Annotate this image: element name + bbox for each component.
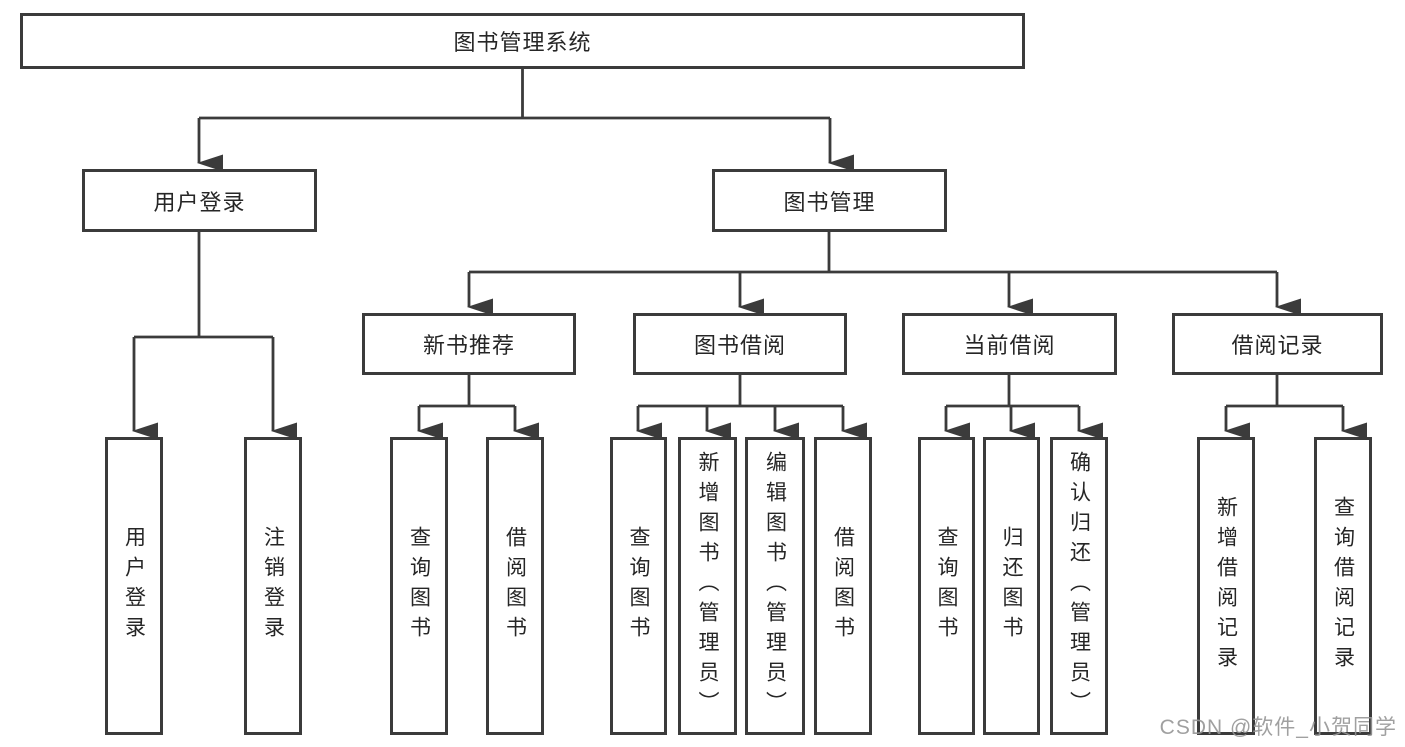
node-label: 当前借阅 [963,333,1056,358]
leaf-query-book-current: 查询图书 [918,437,975,735]
leaf-label: 新增图书（管理员） [696,451,719,721]
node-borrow-records: 借阅记录 [1172,313,1383,375]
leaf-label: 用户登录 [122,526,146,646]
leaf-borrow-book-recommend: 借阅图书 [486,437,544,735]
leaf-borrow-book: 借阅图书 [814,437,872,735]
leaf-label: 新增借阅记录 [1214,496,1238,676]
node-book-management: 图书管理 [712,169,947,232]
node-label: 图书管理系统 [453,30,592,55]
leaf-label: 借阅图书 [831,526,855,646]
leaf-label: 查询图书 [935,526,958,646]
node-new-book-recommend: 新书推荐 [362,313,576,375]
leaf-label: 查询图书 [627,526,650,646]
node-label: 新书推荐 [422,333,515,358]
watermark: CSDN @软件_小贺同学 [1159,716,1397,739]
node-library-management-system: 图书管理系统 [20,13,1025,69]
leaf-add-book-admin: 新增图书（管理员） [678,437,737,735]
leaf-label: 借阅图书 [503,526,527,646]
leaf-label: 查询借阅记录 [1331,496,1355,676]
node-current-borrow: 当前借阅 [902,313,1117,375]
leaf-label: 查询图书 [407,526,431,646]
leaf-label: 注销登录 [261,526,285,646]
leaf-query-book-recommend: 查询图书 [390,437,448,735]
leaf-label: 归还图书 [1000,526,1023,646]
leaf-user-login: 用户登录 [105,437,163,735]
node-label: 用户登录 [153,189,246,215]
leaf-query-borrow-record: 查询借阅记录 [1314,437,1372,735]
leaf-query-book-borrow: 查询图书 [610,437,667,735]
node-user-login: 用户登录 [82,169,317,232]
leaf-label: 确认归还（管理员） [1067,451,1091,721]
node-label: 图书管理 [783,189,876,215]
leaf-label: 编辑图书（管理员） [763,451,787,721]
leaf-confirm-return-admin: 确认归还（管理员） [1050,437,1108,735]
leaf-return-book: 归还图书 [983,437,1040,735]
leaf-logout: 注销登录 [244,437,302,735]
leaf-add-borrow-record: 新增借阅记录 [1197,437,1255,735]
leaf-edit-book-admin: 编辑图书（管理员） [745,437,805,735]
node-book-borrow: 图书借阅 [633,313,847,375]
node-label: 借阅记录 [1231,333,1324,358]
node-label: 图书借阅 [693,333,786,358]
